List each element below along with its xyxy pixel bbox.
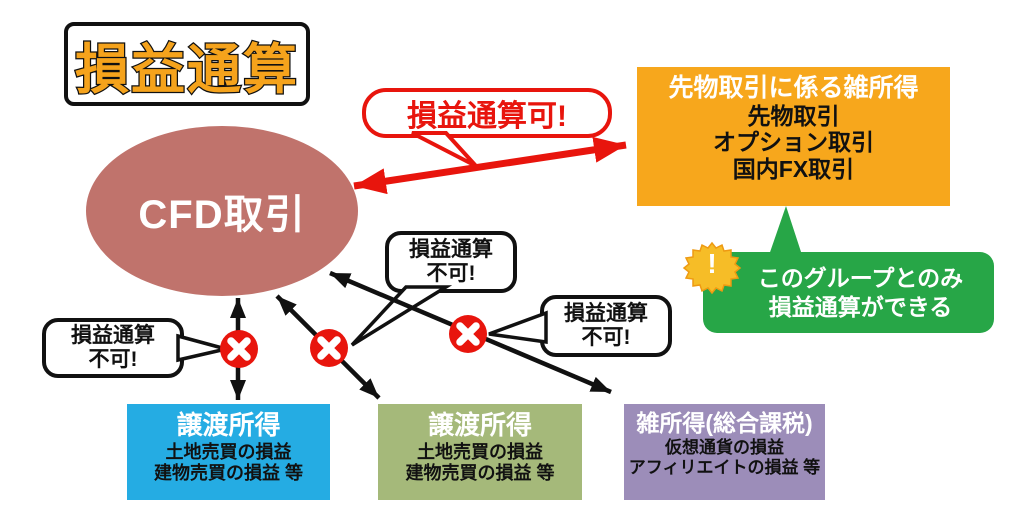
page-title: 損益通算 (74, 38, 299, 101)
box-1-line-2: 建物売買の損益 等 (153, 463, 303, 484)
offset-not-allowed-bubble-3: 損益通算 不可! (540, 295, 672, 357)
offset-allowed-label: 損益通算可! (407, 100, 567, 133)
no-bubble-1-tail (176, 333, 227, 363)
futures-item: 先物取引 (747, 103, 840, 129)
domestic-fx-item: 国内FX取引 (732, 155, 855, 182)
note-line-2: 損益通算ができる (768, 293, 953, 320)
note-bubble-tail (768, 206, 803, 258)
no-bubble-2-tail (350, 285, 453, 347)
red-x-icon-1 (220, 330, 258, 368)
offset-not-allowed-bubble-1: 損益通算 不可! (42, 318, 184, 378)
offset-not-allowed-bubble-2: 損益通算 不可! (385, 231, 517, 293)
no-bubble-3-tail (488, 310, 548, 345)
futures-box-heading: 先物取引に係る雑所得 (668, 74, 919, 102)
note-line-1: このグループとのみ (757, 264, 964, 291)
cfd-label: CFD取引 (138, 193, 306, 237)
box-1-line-1: 土地売買の損益 (165, 441, 292, 462)
box-3-line-1: 仮想通貨の損益 (665, 437, 784, 457)
box-1-heading: 譲渡所得 (176, 410, 281, 440)
options-item: オプション取引 (713, 129, 874, 156)
transfer-income-box-2: 譲渡所得 土地売買の損益 建物売買の損益 等 (378, 404, 582, 500)
red-x-icon-2 (310, 329, 348, 367)
black-double-arrow-2 (275, 294, 381, 400)
misc-income-box: 雑所得(総合課税) 仮想通貨の損益 アフィリエイトの損益 等 (624, 404, 825, 500)
no-bubble-1-line-2: 不可! (88, 348, 138, 371)
cfd-ellipse: CFD取引 (86, 126, 358, 296)
no-bubble-3-line-2: 不可! (581, 326, 631, 349)
red-x-icon-3 (449, 315, 487, 353)
no-bubble-1-line-1: 損益通算 (71, 323, 155, 347)
offset-allowed-bubble: 損益通算可! (362, 88, 612, 138)
group-note-bubble: このグループとのみ 損益通算ができる (703, 252, 994, 333)
no-bubble-3-line-1: 損益通算 (564, 301, 648, 325)
futures-income-box: 先物取引に係る雑所得 先物取引 オプション取引 国内FX取引 (637, 67, 950, 206)
box-3-line-2: アフィリエイトの損益 等 (628, 458, 821, 478)
no-bubble-2-line-2: 不可! (426, 262, 476, 285)
box-3-heading: 雑所得(総合課税) (636, 410, 813, 436)
no-bubble-2-line-1: 損益通算 (409, 237, 493, 261)
box-2-heading: 譲渡所得 (427, 410, 532, 440)
box-2-line-1: 土地売買の損益 (417, 441, 543, 462)
title-box: 損益通算 (64, 22, 310, 106)
red-double-arrow (353, 136, 627, 195)
transfer-income-box-1: 譲渡所得 土地売買の損益 建物売買の損益 等 (127, 404, 330, 500)
box-2-line-2: 建物売買の損益 等 (405, 463, 555, 484)
